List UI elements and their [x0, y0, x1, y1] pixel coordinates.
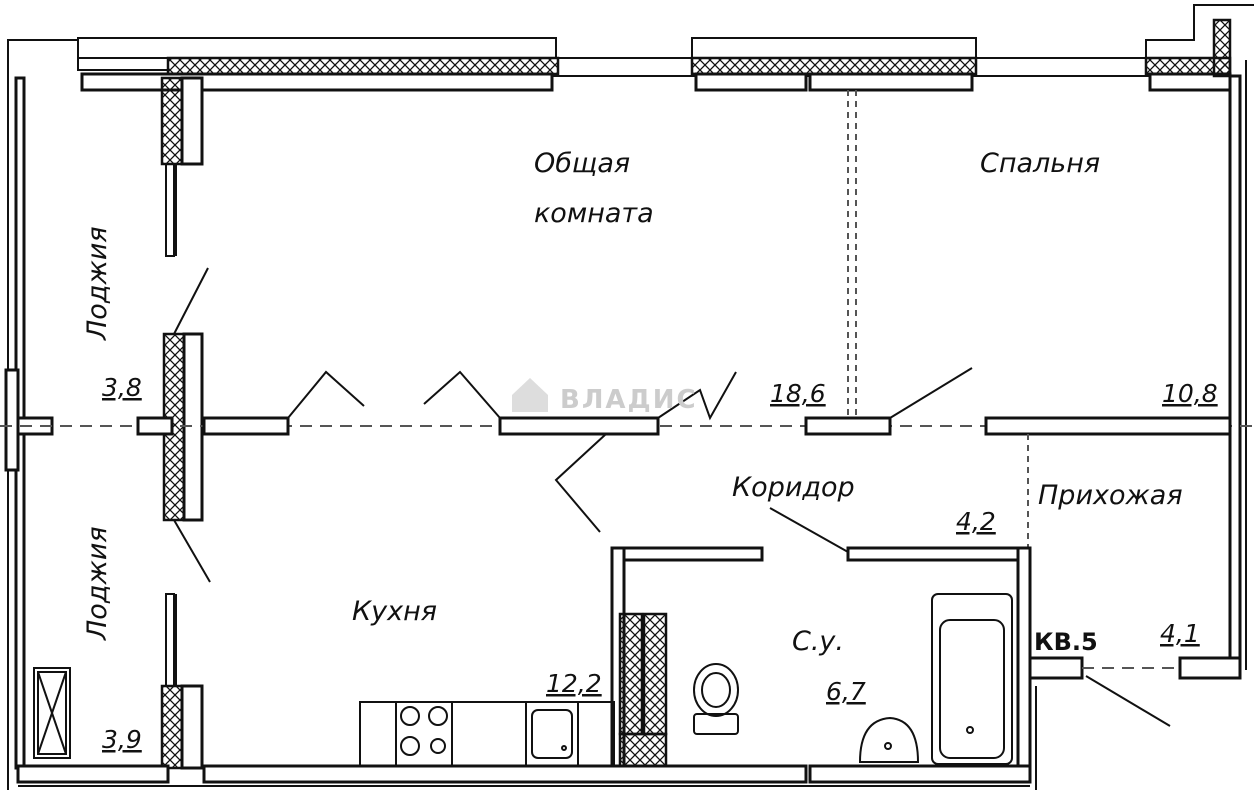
toilet-icon — [693, 663, 739, 717]
bedroom-area: 10,8 — [1162, 379, 1218, 408]
door-swings — [287, 367, 1171, 727]
kitchen-area: 12,2 — [546, 669, 602, 698]
corridor-area: 4,2 — [956, 507, 996, 536]
hall-area: 4,1 — [1160, 619, 1200, 648]
bathroom-walls — [610, 546, 1180, 770]
watermark-text: ВЛАДИС — [560, 385, 698, 415]
hall-label: Прихожая — [1038, 480, 1183, 511]
loggia-box — [33, 667, 71, 759]
apartment-label: КВ.5 — [1034, 628, 1098, 656]
loggia-top-area: 3,8 — [102, 373, 142, 402]
corridor-label: Коридор — [732, 472, 855, 503]
sink-icon — [858, 716, 920, 763]
living-room-label-1: Общая — [534, 148, 630, 179]
right-exterior-wall — [1178, 60, 1247, 680]
watermark: ВЛАДИС — [512, 378, 698, 415]
kitchen-label: Кухня — [352, 596, 437, 627]
top-exterior-wall — [80, 18, 1232, 92]
loggia-top-label: Лоджия — [82, 226, 113, 341]
kitchen-counter — [359, 701, 615, 767]
bathroom-label: С.у. — [792, 626, 844, 657]
bathroom-fixtures — [693, 593, 1013, 765]
loggia-bottom-label: Лоджия — [82, 526, 113, 641]
mid-walls — [0, 416, 1254, 436]
living-room-area: 18,6 — [770, 379, 826, 408]
bathroom-area: 6,7 — [826, 677, 866, 706]
living-room-label-2: комната — [534, 198, 654, 229]
bottom-exterior-wall — [16, 686, 1037, 790]
bedroom-label: Спальня — [980, 148, 1100, 179]
loggia-bottom-area: 3,9 — [102, 725, 142, 754]
loggia-outer-wall — [4, 76, 54, 770]
bathtub-icon — [931, 593, 1013, 765]
living-bedroom-partition — [847, 90, 1029, 550]
room-labels: Общая комната 18,6 Спальня 10,8 Коридор … — [82, 148, 1218, 754]
